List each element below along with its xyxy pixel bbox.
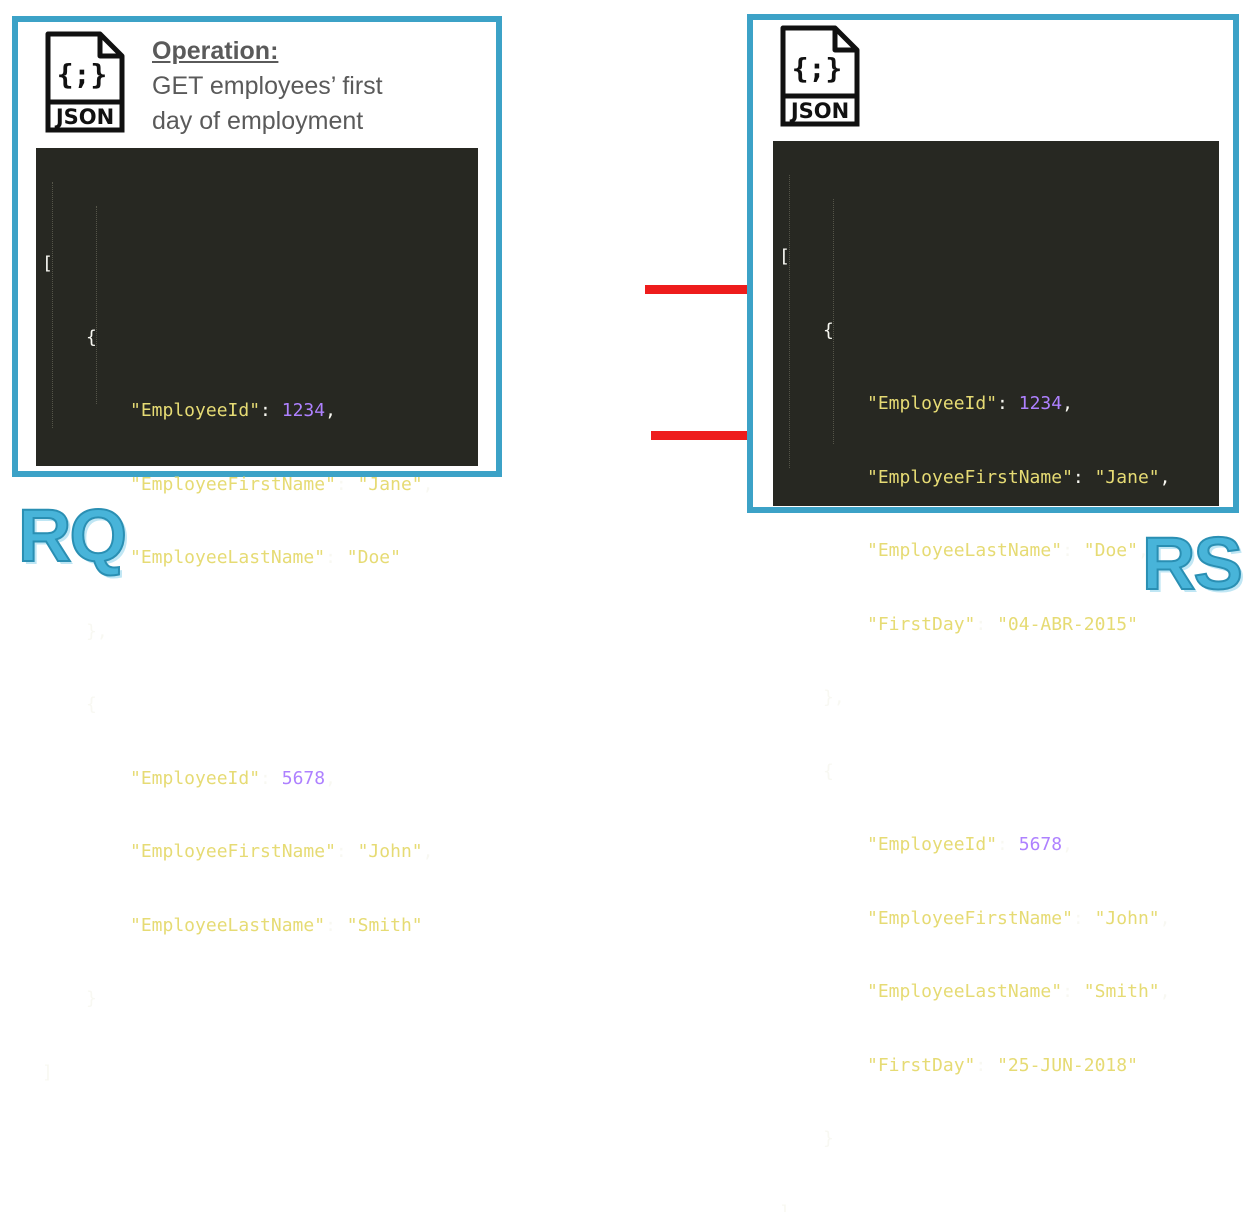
operation-line-2: day of employment xyxy=(152,104,383,139)
code-line: ] xyxy=(42,1061,478,1086)
code-line: [ xyxy=(779,245,1219,270)
code-line: "EmployeeLastName": "Smith" xyxy=(42,914,478,939)
request-panel: {;} JSON Operation: GET employees’ first… xyxy=(12,16,502,477)
code-line: { xyxy=(779,760,1219,785)
code-line: "EmployeeId": 5678, xyxy=(42,767,478,792)
response-json-code: [ { "EmployeeId": 1234, "EmployeeFirstNa… xyxy=(773,141,1219,506)
code-line: [ xyxy=(42,252,478,277)
code-line: { xyxy=(42,693,478,718)
code-line: } xyxy=(42,987,478,1012)
code-line: "FirstDay": "04-ABR-2015" xyxy=(779,613,1219,638)
code-line: "EmployeeFirstName": "Jane", xyxy=(779,466,1219,491)
operation-title: Operation: xyxy=(152,34,383,69)
response-label: RS xyxy=(1142,521,1241,606)
code-line: "EmployeeId": 1234, xyxy=(779,392,1219,417)
code-line: { xyxy=(42,326,478,351)
json-file-icon: {;} JSON xyxy=(42,30,126,139)
operation-line-1: GET employees’ first xyxy=(152,69,383,104)
code-line: "EmployeeFirstName": "John", xyxy=(779,907,1219,932)
response-panel: {;} JSON [ { "EmployeeId": 1234, "Employ… xyxy=(747,14,1239,513)
code-line: "FirstDay": "25-JUN-2018" xyxy=(779,1054,1219,1079)
code-line: }, xyxy=(779,686,1219,711)
code-line: "EmployeeId": 1234, xyxy=(42,399,478,424)
json-file-icon: {;} JSON xyxy=(777,24,861,133)
json-icon-caption: JSON xyxy=(789,99,849,123)
json-icon-caption: JSON xyxy=(54,105,114,129)
code-line: "EmployeeId": 5678, xyxy=(779,833,1219,858)
code-line: "EmployeeLastName": "Smith", xyxy=(779,980,1219,1005)
svg-text:{;}: {;} xyxy=(57,58,108,91)
code-line: } xyxy=(779,1127,1219,1152)
code-line: }, xyxy=(42,620,478,645)
request-json-code: [ { "EmployeeId": 1234, "EmployeeFirstNa… xyxy=(36,148,478,466)
code-line: { xyxy=(779,319,1219,344)
operation-description: Operation: GET employees’ first day of e… xyxy=(152,34,383,139)
code-line: ] xyxy=(779,1201,1219,1212)
svg-text:{;}: {;} xyxy=(792,52,843,85)
request-label: RQ xyxy=(18,493,125,578)
code-line: "EmployeeFirstName": "John", xyxy=(42,840,478,865)
